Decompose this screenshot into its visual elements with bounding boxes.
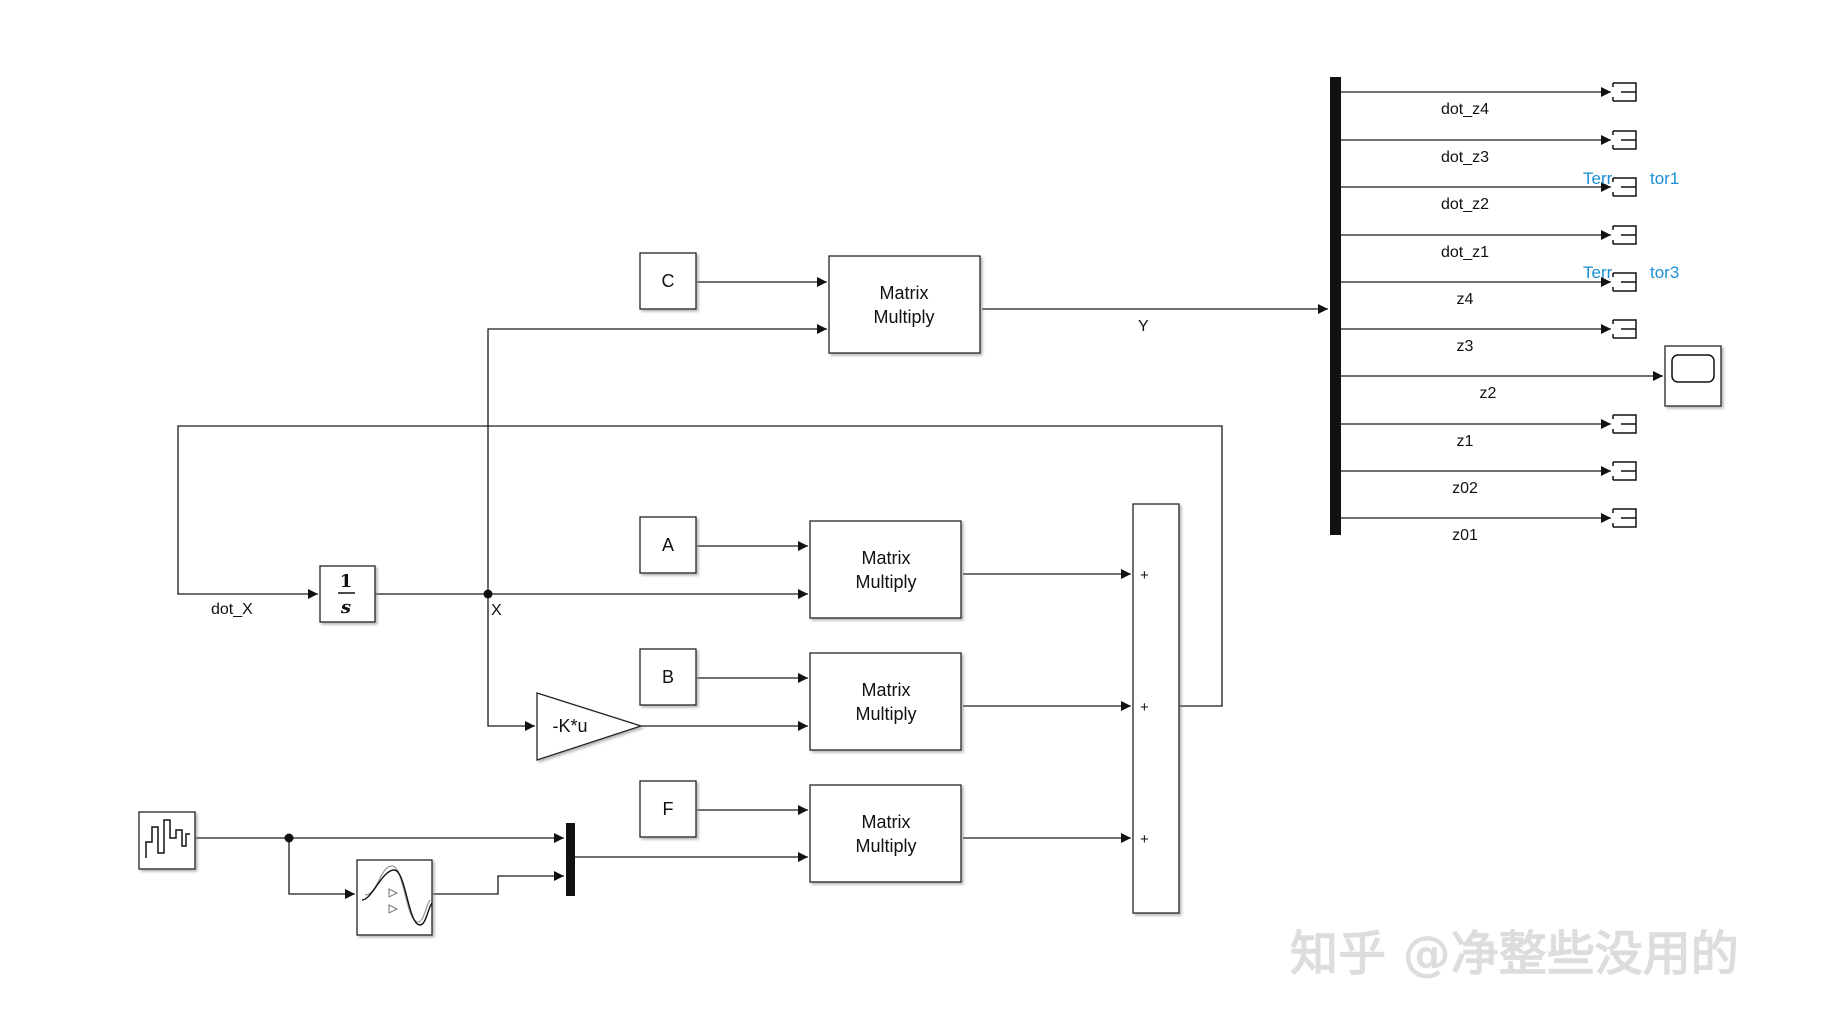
filter-output-wave-icon	[361, 869, 433, 926]
sum-block[interactable]: + + +	[1132, 503, 1180, 914]
terminator-block[interactable]	[1612, 319, 1637, 339]
signal-label-x: X	[491, 602, 502, 619]
sum-sign-2: +	[1140, 699, 1149, 716]
terminator-block[interactable]	[1612, 508, 1637, 528]
constant-b-label: B	[662, 667, 674, 687]
demux-output-label: z3	[1457, 338, 1474, 355]
scope-screen-icon	[1671, 354, 1715, 383]
matmul-y-line1: Matrix	[880, 283, 929, 303]
constant-c-label: C	[662, 271, 675, 291]
integrator-denominator: s	[340, 597, 351, 618]
constant-block-a[interactable]: A	[639, 516, 697, 574]
wire-x-to-gain	[487, 594, 535, 731]
mux-block[interactable]	[566, 823, 575, 896]
constant-block-c[interactable]: C	[639, 252, 697, 310]
integrator-numerator: 1	[340, 571, 353, 592]
matmul-ax-line1: Matrix	[862, 548, 911, 568]
wire-source-to-filter	[288, 838, 355, 899]
filter-input-wave-icon	[364, 865, 431, 923]
terminator-block[interactable]	[1612, 177, 1637, 197]
terminator-block[interactable]	[1612, 130, 1637, 150]
matmul-bu-line2: Multiply	[855, 704, 916, 724]
branch-point-source	[284, 833, 294, 843]
demux-output-label: z1	[1457, 433, 1474, 450]
matrix-multiply-bu[interactable]: Matrix Multiply	[809, 652, 962, 751]
terminator-block[interactable]	[1612, 225, 1637, 245]
matmul-ax-line2: Multiply	[855, 572, 916, 592]
terminator1-label-left: Terr	[1583, 169, 1613, 188]
demux-output-label: z4	[1457, 291, 1474, 308]
integrator-block[interactable]: 1 s	[319, 565, 376, 623]
demux-output-label: dot_z3	[1441, 149, 1489, 166]
wire-filter-to-mux	[433, 871, 564, 895]
gain-label: -K*u	[552, 716, 587, 736]
constant-block-b[interactable]: B	[639, 648, 697, 706]
branch-point-x	[483, 589, 493, 599]
wire-sum-to-integrator	[177, 425, 1223, 707]
demux-output-label: dot_z2	[1441, 196, 1489, 213]
random-signal-icon	[145, 819, 190, 858]
signal-label-y: Y	[1138, 318, 1149, 335]
sum-sign-3: +	[1140, 831, 1149, 848]
terminator-block[interactable]	[1612, 272, 1637, 292]
matrix-multiply-y[interactable]: Matrix Multiply	[828, 255, 981, 354]
sum-sign-1: +	[1140, 567, 1149, 584]
demux-output-label: z01	[1452, 527, 1478, 544]
demux-block[interactable]	[1330, 77, 1341, 535]
terminator-block[interactable]	[1612, 461, 1637, 481]
matrix-multiply-fw[interactable]: Matrix Multiply	[809, 784, 962, 883]
constant-a-label: A	[662, 535, 674, 555]
filter-arrow-icon	[388, 888, 399, 898]
random-signal-source-block[interactable]	[138, 811, 196, 870]
constant-block-f[interactable]: F	[639, 780, 697, 838]
terminator1-label-right: tor1	[1650, 169, 1679, 188]
filter-arrow-icon	[388, 904, 399, 914]
signal-label-dot-x: dot_X	[211, 601, 253, 618]
demux-output-label: dot_z4	[1441, 101, 1489, 118]
demux-output-label: z02	[1452, 480, 1478, 497]
demux-outputs: dot_z4 dot_z3 dot_z2 dot_z1 z4 z3 z2 z1 z02 z01	[1341, 82, 1663, 544]
matrix-multiply-ax[interactable]: Matrix Multiply	[809, 520, 962, 619]
watermark: 知乎 @净整些没用的	[1290, 926, 1739, 982]
demux-output-label: z2	[1480, 385, 1497, 402]
terminator-block[interactable]	[1612, 82, 1637, 102]
gain-block[interactable]: -K*u	[536, 692, 644, 761]
filter-block[interactable]	[356, 859, 433, 936]
demux-output-label: dot_z1	[1441, 244, 1489, 261]
scope-block[interactable]	[1664, 345, 1722, 407]
matmul-fw-line2: Multiply	[855, 836, 916, 856]
matmul-fw-line1: Matrix	[862, 812, 911, 832]
matmul-bu-line1: Matrix	[862, 680, 911, 700]
matmul-y-line2: Multiply	[873, 307, 934, 327]
terminator3-label-left: Terr	[1583, 263, 1613, 282]
terminator3-label-right: tor3	[1650, 263, 1679, 282]
constant-f-label: F	[663, 799, 674, 819]
terminator-block[interactable]	[1612, 414, 1637, 434]
wire-x-to-matmul-c	[487, 324, 827, 594]
